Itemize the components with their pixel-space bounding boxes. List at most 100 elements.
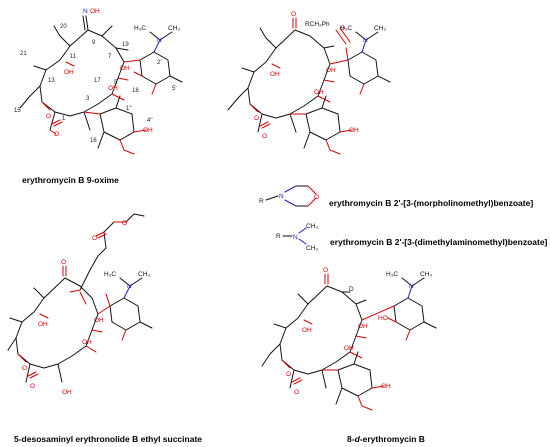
caption-ethyl-succinate: 5-desosaminyl erythronolide B ethyl succ… bbox=[14, 434, 202, 444]
ho-label-6: HO bbox=[378, 315, 388, 322]
structure-ethyl-succinate: O O O OH OH OH O O OH N H₃C CH₃ 5-desosa… bbox=[7, 213, 202, 444]
desosamine-n-bond-1 bbox=[153, 39, 161, 53]
macrolide-oxygen-bonds-2 bbox=[249, 63, 335, 113]
macrolide-oxygen-bonds-1 bbox=[41, 61, 129, 135]
oh-b-label-6: OH bbox=[358, 323, 368, 330]
atom-number-4pp: 4'' bbox=[147, 118, 153, 124]
h3c-label-6: H₃C bbox=[386, 271, 398, 278]
structure-generic-ester: O OH OH OH O O RCH₂Ph O N H₃C CH₃ OH bbox=[227, 11, 391, 155]
ethyl-group bbox=[125, 213, 145, 223]
oh-c-label-2: OH bbox=[314, 89, 324, 96]
caption-erythromycin-b-9-oxime: erythromycin B 9-oxime bbox=[22, 175, 119, 185]
atom-number-18: 18 bbox=[132, 88, 139, 94]
desosamine-substituents-1 bbox=[149, 31, 183, 83]
cladinose-substituents-6 bbox=[335, 351, 359, 405]
cladinose-o-bonds-2 bbox=[289, 113, 353, 155]
oh-a-label-6: OH bbox=[302, 327, 312, 334]
desosamine-substituents-2 bbox=[355, 31, 391, 83]
deuterium-label: D bbox=[349, 286, 354, 293]
lactone-o-label-2: O bbox=[254, 115, 259, 122]
morpholine-o-bonds bbox=[307, 185, 317, 207]
oh-a-label-5: OH bbox=[38, 321, 48, 328]
caption-8-d-erythromycin-b: 8-d-erythromycin B bbox=[347, 434, 425, 444]
atom-number-15: 15 bbox=[14, 108, 21, 114]
dimethylamino-n-label-2: N bbox=[363, 37, 368, 44]
h3c-label-2: H₃C bbox=[340, 25, 352, 32]
ch3-label-5: CH₃ bbox=[138, 271, 150, 278]
atom-number-9: 9 bbox=[92, 40, 96, 46]
oxime-oh-label: OH bbox=[90, 8, 100, 15]
r-n-bond-3 bbox=[265, 195, 279, 201]
atom-number-13: 13 bbox=[48, 78, 55, 84]
oh-a-label-2: OH bbox=[270, 71, 280, 78]
lactone-carbonyl-2 bbox=[259, 121, 271, 129]
morpholine-o-label: O bbox=[314, 194, 319, 201]
cladinose-ring-2 bbox=[305, 107, 341, 141]
carbonyl-o-label-6: O bbox=[294, 389, 299, 396]
atom-number-7: 7 bbox=[108, 54, 112, 60]
rch2ph-label: RCH₂Ph bbox=[305, 21, 330, 28]
oh-c-label-5: OH bbox=[82, 339, 92, 346]
lactone-carbonyl-1 bbox=[51, 119, 63, 127]
ester-carbonyl-2 bbox=[335, 27, 351, 45]
cladinose-oh-label-2: OH bbox=[349, 127, 359, 134]
cladinose-ring-1 bbox=[99, 107, 135, 141]
desosamine-o-bonds-6 bbox=[361, 305, 411, 341]
caption-morpholinomethyl: erythromycin B 2'-[3-(morpholinomethyl)b… bbox=[329, 198, 533, 208]
ch3-label-6: CH₃ bbox=[420, 271, 432, 278]
oh-d-label-5: OH bbox=[62, 389, 72, 396]
atom-number-1: 1 bbox=[62, 116, 66, 122]
lactone-carbonyl-5 bbox=[27, 371, 39, 379]
atom-number-2p: 2' bbox=[157, 60, 161, 66]
morpholine-c-bonds bbox=[295, 185, 309, 207]
cladinose-ring-6 bbox=[337, 363, 373, 397]
dimethylamino-n-label-6: N bbox=[409, 283, 414, 290]
ester-o-label-2: O bbox=[340, 25, 345, 32]
structure-erythromycin-b-9-oxime: N OH OH OH OH O O N H₃C CH₃ OH 20 9 21 1… bbox=[14, 8, 183, 185]
ketone-o-label-2: O bbox=[291, 11, 296, 18]
atom-number-5p: 5' bbox=[172, 86, 176, 92]
lactone-o-label-5: O bbox=[22, 365, 27, 372]
ketone-o-label-5: O bbox=[61, 259, 66, 266]
atom-number-19: 19 bbox=[122, 42, 129, 48]
structure-dimethylamino-r-group: R N CH₃ CH₃ erythromycin B 2'-[3-(dimeth… bbox=[276, 223, 548, 252]
atom-number-1pp: 1'' bbox=[126, 106, 132, 112]
atom-number-3: 3 bbox=[86, 96, 90, 102]
oh-11-label: OH bbox=[64, 69, 74, 76]
carbonyl-o-label-5: O bbox=[30, 383, 35, 390]
dimethyl-n-label: N bbox=[293, 234, 298, 241]
caption-suffix: -erythromycin B bbox=[360, 434, 425, 444]
ch3-label: CH₃ bbox=[168, 25, 180, 32]
ch3-label-2: CH₃ bbox=[374, 25, 386, 32]
caption-italic-d: d bbox=[355, 434, 361, 444]
oxime-bond bbox=[85, 15, 89, 31]
oh-6-label: OH bbox=[120, 65, 130, 72]
macrolide-substituents-6 bbox=[261, 291, 367, 389]
ketone-bond-2 bbox=[292, 17, 297, 29]
dimethylamino-n-label-5: N bbox=[127, 283, 132, 290]
desosamine-o-bonds-5 bbox=[97, 293, 127, 341]
caption-prefix: 8- bbox=[347, 434, 355, 444]
desosamine-n-bond-5 bbox=[123, 285, 131, 299]
morpholine-n-label: N bbox=[279, 193, 284, 200]
oxime-double-bond bbox=[82, 15, 86, 31]
macrolide-ring-6 bbox=[279, 285, 363, 375]
macrolide-substituents-1 bbox=[19, 25, 129, 131]
atom-number-5: 5 bbox=[114, 80, 118, 86]
macrolide-ring-2 bbox=[247, 29, 331, 119]
atom-number-21: 21 bbox=[20, 51, 27, 57]
cladinose-o-bonds-6 bbox=[321, 369, 385, 411]
macrolide-ring-5 bbox=[15, 277, 99, 369]
caption-dimethylaminomethyl: erythromycin B 2'-[3-(dimethylaminomethy… bbox=[330, 237, 548, 247]
ch3-top-label: CH₃ bbox=[306, 223, 318, 230]
atom-number-20: 20 bbox=[60, 24, 67, 30]
ketone-o-label-6: O bbox=[323, 267, 328, 274]
desosamine-substituents-5 bbox=[119, 277, 153, 329]
cladinose-o-bonds-1 bbox=[83, 111, 147, 155]
desosamine-ring-2 bbox=[347, 51, 379, 85]
structure-morpholino-r-group: R N O erythromycin B 2'-[3-(morpholinome… bbox=[259, 185, 533, 208]
desosamine-ring-1 bbox=[139, 51, 171, 85]
ester-o-label-5b: O bbox=[92, 235, 97, 242]
desosamine-ring-5 bbox=[109, 297, 141, 331]
